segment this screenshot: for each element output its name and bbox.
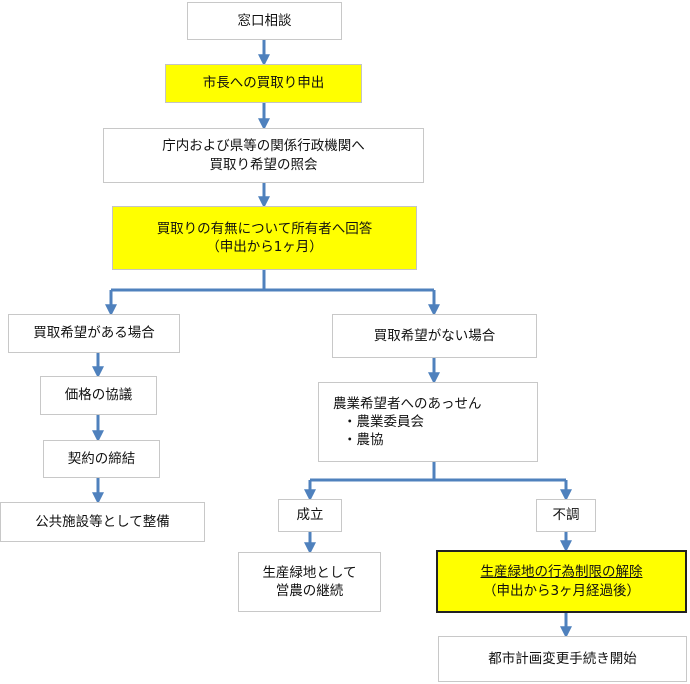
inquiry-label-line1: 庁内および県等の関係行政機関へ [162, 138, 365, 155]
wish-yes-label: 買取希望がある場合 [33, 325, 155, 342]
contract-label: 契約の締結 [67, 450, 136, 467]
success-box: 成立 [278, 499, 342, 532]
urban-planning-label: 都市計画変更手続き開始 [488, 650, 637, 667]
success-label: 成立 [296, 507, 324, 524]
price-negotiation-label: 価格の協議 [64, 387, 133, 404]
failure-box: 不調 [536, 499, 596, 532]
farm-committee-label: ・農業委員会 [343, 413, 424, 430]
farmer-mediation-label: 農業希望者へのあっせん [333, 395, 482, 412]
public-facility-box: 公共施設等として整備 [0, 502, 205, 542]
release-label-line2: （申出から3ヶ月経過後） [482, 582, 641, 599]
wish-no-label: 買取希望がない場合 [373, 327, 496, 344]
continue-farming-label-line1: 生産緑地として [262, 564, 357, 581]
release-label-line1: 生産緑地の行為制限の解除 [480, 564, 643, 581]
reply-label-line2: （申出から1ヶ月） [206, 239, 323, 255]
reply-box: 買取りの有無について所有者へ回答 （申出から1ヶ月） [112, 206, 417, 270]
contract-box: 契約の締結 [43, 440, 160, 478]
farmer-mediation-box: 農業希望者へのあっせん ・農業委員会 ・農協 [318, 382, 538, 462]
inquiry-box: 庁内および県等の関係行政機関へ 買取り希望の照会 [103, 128, 424, 183]
inquiry-label-line2: 買取り希望の照会 [209, 156, 318, 173]
wish-no-box: 買取希望がない場合 [332, 314, 537, 358]
price-negotiation-box: 価格の協議 [40, 376, 157, 415]
failure-label: 不調 [552, 507, 580, 524]
consultation-box: 窓口相談 [187, 2, 342, 40]
urban-planning-box: 都市計画変更手続き開始 [438, 636, 687, 682]
release-box: 生産緑地の行為制限の解除 （申出から3ヶ月経過後） [436, 550, 687, 613]
continue-farming-label-line2: 営農の継続 [275, 583, 344, 599]
consultation-label: 窓口相談 [237, 12, 292, 29]
request-to-mayor-box: 市長への買取り申出 [165, 64, 362, 103]
ja-label: ・農協 [343, 432, 384, 449]
request-to-mayor-label: 市長への買取り申出 [202, 75, 325, 92]
continue-farming-box: 生産緑地として 営農の継続 [238, 552, 381, 612]
public-facility-label: 公共施設等として整備 [35, 513, 170, 530]
wish-yes-box: 買取希望がある場合 [8, 314, 180, 353]
reply-label-line1: 買取りの有無について所有者へ回答 [156, 220, 373, 237]
